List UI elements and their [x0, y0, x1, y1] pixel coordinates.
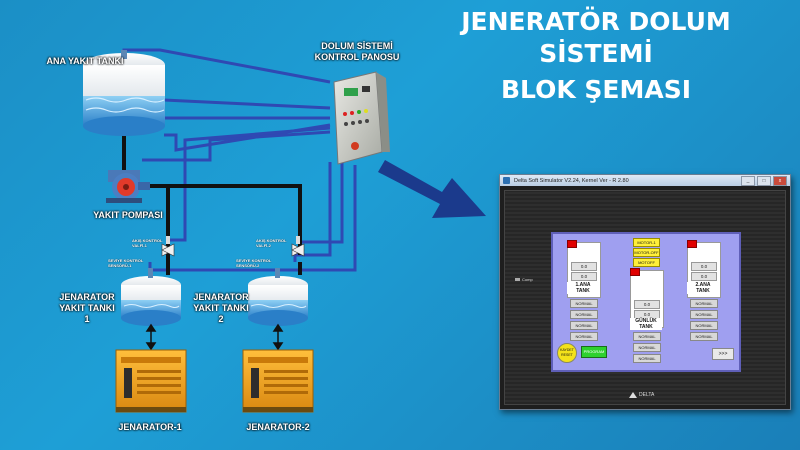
comp-toggle[interactable]: Comp	[515, 277, 533, 282]
close-button[interactable]: x	[773, 176, 787, 186]
generator-tank-1-label: JENARATOR YAKIT TANKI 1	[59, 292, 115, 324]
tank-2-normal-button-4[interactable]: NORMAL	[690, 332, 718, 341]
control-panel-label: DOLUM SİSTEMİ KONTROL PANOSU	[314, 41, 400, 62]
main-tank-label: ANA YAKIT TANKI	[46, 56, 124, 66]
tank-1-normal-button-4[interactable]: NORMAL	[570, 332, 598, 341]
simulator-window: Delta Soft Simulator V2.24, Kernel Ver -…	[499, 174, 791, 410]
tank-2-name: 2.ANA TANK	[687, 282, 719, 294]
title-line-1: JENERATÖR DOLUM SİSTEMİ	[461, 7, 731, 68]
pump-label: YAKIT POMPASI	[93, 210, 163, 220]
main-fuel-tank	[83, 50, 165, 136]
delta-logo-icon	[629, 392, 637, 398]
kaydet-reset-button[interactable]: KAYDET RESET	[557, 343, 577, 363]
daily-tank-normal-button-1[interactable]: NORMAL	[633, 332, 661, 341]
valve-1-icon	[161, 236, 175, 257]
comp-label: Comp	[522, 277, 533, 282]
simulator-title: Delta Soft Simulator V2.24, Kernel Ver -…	[514, 177, 629, 184]
motor-1-button[interactable]: MOTOR-1	[633, 238, 660, 247]
generator-fuel-tank-2	[248, 268, 308, 326]
delta-brand-text: DELTA	[639, 392, 655, 398]
generator-1-icon	[115, 349, 187, 413]
kaydet-reset-label: KAYDET RESET	[560, 348, 574, 357]
tank-1-normal-button-3[interactable]: NORMAL	[570, 321, 598, 330]
valve-2-label: AKIŞ KONTROL VALFİ-2	[256, 238, 287, 248]
simulator-titlebar: Delta Soft Simulator V2.24, Kernel Ver -…	[500, 175, 790, 186]
minimize-button[interactable]: _	[741, 176, 755, 186]
sensor-2-label: SEVİYE KONTROL SENSÖRÜ-2	[236, 258, 272, 268]
fuel-pipes	[122, 132, 302, 275]
tank-2-alarm-icon	[687, 240, 697, 248]
tank-1-normal-button-2[interactable]: NORMAL	[570, 310, 598, 319]
tank-1-value-1: 0.0	[571, 262, 597, 271]
program-button[interactable]: PROGRAM	[581, 346, 607, 358]
sensor-1-label: SEVİYE KONTROL SENSÖRÜ-1	[108, 258, 144, 268]
tank-1-value-2: 0.0	[571, 272, 597, 281]
delta-logo: DELTA	[629, 392, 654, 398]
daily-tank-value-1: 0.0	[634, 300, 660, 309]
next-page-button[interactable]: >>>	[712, 348, 734, 360]
valve-1-label: AKIŞ KONTROL VALFİ-1	[132, 238, 163, 248]
tank-2-value-2: 0.0	[691, 272, 717, 281]
motor-off-button[interactable]: MOTOR-OFF	[633, 248, 660, 257]
control-panel-icon	[333, 71, 390, 165]
motoff-button[interactable]: MOTOFF	[633, 258, 660, 267]
generator-tank-2-label: JENARATOR YAKIT TANKI 2	[193, 292, 249, 324]
tank-2-normal-button-2[interactable]: NORMAL	[690, 310, 718, 319]
tank-2-normal-button-1[interactable]: NORMAL	[690, 299, 718, 308]
signal-wires	[122, 48, 357, 272]
daily-tank-name: GÜNLÜK TANK	[630, 318, 662, 330]
tank-1-name: 1.ANA TANK	[567, 282, 599, 294]
app-icon	[503, 177, 510, 184]
simulator-screen: Comp 0.0 0.0 1.ANA TANK NORMAL NORMAL NO…	[504, 190, 786, 405]
daily-tank-normal-button-2[interactable]: NORMAL	[633, 343, 661, 352]
flow-arrow-icon	[378, 160, 486, 218]
tank-1-normal-button-1[interactable]: NORMAL	[570, 299, 598, 308]
hmi-panel: 0.0 0.0 1.ANA TANK NORMAL NORMAL NORMAL …	[551, 232, 741, 372]
generator-2-label: JENARATOR-2	[246, 422, 310, 432]
daily-tank-normal-button-3[interactable]: NORMAL	[633, 354, 661, 363]
diagram-title: JENERATÖR DOLUM SİSTEMİ BLOK ŞEMASI	[406, 6, 786, 106]
fuel-pump-icon	[106, 170, 150, 203]
title-line-2: BLOK ŞEMASI	[500, 75, 692, 104]
tank-2-normal-button-3[interactable]: NORMAL	[690, 321, 718, 330]
generator-1-label: JENARATOR-1	[118, 422, 182, 432]
tank-1-alarm-icon	[567, 240, 577, 248]
daily-tank-alarm-icon	[630, 268, 640, 276]
valve-2-icon	[291, 236, 305, 257]
generator-2-icon	[242, 349, 314, 413]
maximize-button[interactable]: □	[757, 176, 771, 186]
tank-generator-arrows	[145, 323, 284, 351]
generator-fuel-tank-1	[121, 268, 181, 326]
tank-2-value-1: 0.0	[691, 262, 717, 271]
